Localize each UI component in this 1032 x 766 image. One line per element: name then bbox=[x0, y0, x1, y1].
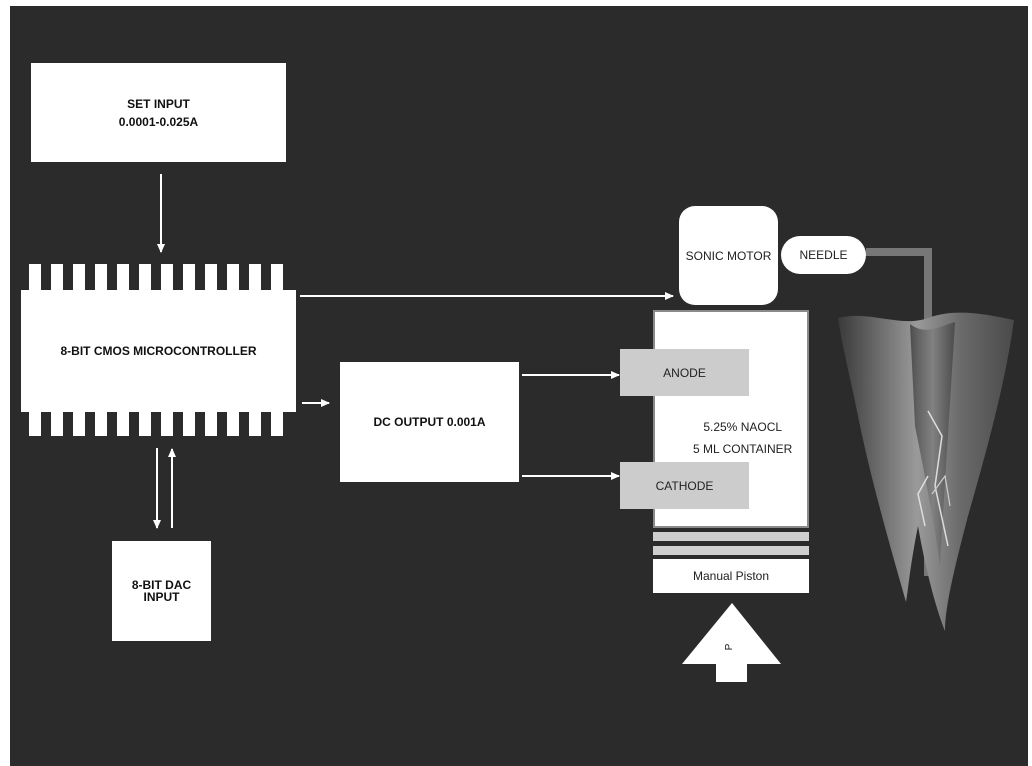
piston-plate-2 bbox=[653, 546, 809, 555]
tooth-illustration bbox=[838, 312, 1014, 631]
dc-output-label: DC OUTPUT 0.001A bbox=[373, 415, 486, 429]
needle-box: NEEDLE bbox=[781, 236, 866, 274]
microcontroller-chip: 8-BIT CMOS MICROCONTROLLER bbox=[21, 264, 296, 436]
connector-layer bbox=[153, 174, 1014, 682]
diagram-canvas: SET INPUT 0.0001-0.025A 8-BIT CMOS MICRO… bbox=[10, 6, 1028, 766]
sonic-motor-box: SONIC MOTOR bbox=[679, 206, 778, 305]
anode-electrode: ANODE bbox=[620, 349, 749, 396]
cathode-label: CATHODE bbox=[655, 478, 714, 493]
pressure-arrow bbox=[682, 603, 781, 682]
manual-piston-label: Manual Piston bbox=[692, 569, 770, 583]
set-input-box: SET INPUT 0.0001-0.025A bbox=[31, 63, 286, 162]
container-concentration: 5.25% NAOCL bbox=[703, 420, 783, 434]
needle-label: NEEDLE bbox=[799, 248, 848, 262]
set-input-title: SET INPUT bbox=[127, 96, 190, 111]
pressure-arrow-label: P bbox=[724, 643, 735, 651]
cathode-electrode: CATHODE bbox=[620, 462, 749, 509]
container-text: 5.25% NAOCL 5 ML CONTAINER bbox=[693, 416, 792, 460]
manual-piston: Manual Piston bbox=[653, 559, 809, 593]
dac-line2: INPUT bbox=[143, 590, 180, 604]
container-volume: 5 ML CONTAINER bbox=[693, 442, 793, 456]
set-input-range: 0.0001-0.025A bbox=[118, 114, 199, 129]
dac-line1: 8-BIT DAC bbox=[131, 578, 192, 592]
chip-top-pins bbox=[29, 264, 289, 294]
chip-body: 8-BIT CMOS MICROCONTROLLER bbox=[21, 290, 296, 412]
microcontroller-label: 8-BIT CMOS MICROCONTROLLER bbox=[60, 344, 257, 358]
sonic-motor-label: SONIC MOTOR bbox=[685, 248, 772, 263]
anode-label: ANODE bbox=[663, 365, 706, 380]
piston-plate-1 bbox=[653, 532, 809, 541]
dac-input-box: 8-BIT DAC INPUT bbox=[112, 541, 211, 641]
dc-output-box: DC OUTPUT 0.001A bbox=[340, 362, 519, 482]
chip-bottom-pins bbox=[29, 410, 289, 436]
